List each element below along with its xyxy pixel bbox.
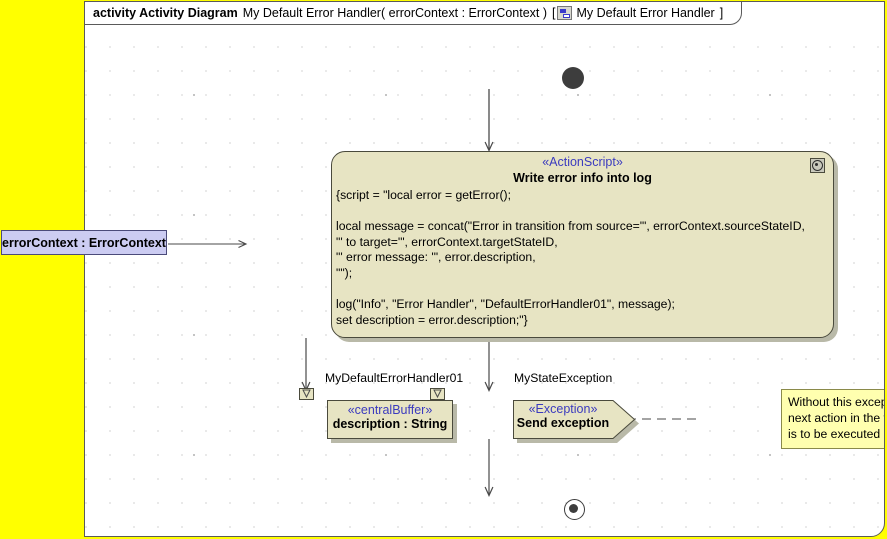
- frame-keyword: activity Activity Diagram: [93, 6, 238, 20]
- activity-final-node[interactable]: [564, 499, 585, 520]
- pin-exception-input[interactable]: [430, 388, 445, 400]
- label-buffer-pin: MyDefaultErrorHandler01: [325, 371, 464, 385]
- initial-node[interactable]: [562, 67, 584, 89]
- activity-parameter-node[interactable]: errorContext : ErrorContext: [1, 230, 167, 255]
- exception-stereotype: «Exception»: [528, 402, 598, 416]
- script-icon: [810, 158, 825, 173]
- action-name: Write error info into log: [513, 171, 652, 185]
- exception-name: Send exception: [516, 416, 610, 430]
- action-script-body: {script = "local error = getError(); loc…: [336, 188, 805, 327]
- label-exception-pin: MyStateException: [514, 371, 613, 385]
- activity-diagram-frame: activity Activity Diagram My Default Err…: [84, 1, 885, 537]
- send-exception-node[interactable]: «Exception» Send exception: [513, 400, 635, 439]
- activity-diagram-icon: [557, 6, 573, 20]
- buffer-name: description : String: [332, 417, 448, 431]
- central-buffer-node[interactable]: «centralBuffer» description : String: [327, 400, 453, 439]
- frame-bracket-open: [: [552, 6, 556, 20]
- frame-parameters: ( errorContext : ErrorContext ): [380, 6, 547, 20]
- action-node-header: «ActionScript» Write error info into log: [332, 155, 833, 185]
- frame-owner: My Default Error Handler: [576, 6, 715, 20]
- action-stereotype: «ActionScript»: [542, 155, 623, 169]
- frame-bracket-close: ]: [719, 6, 724, 20]
- frame-title-tab[interactable]: activity Activity Diagram My Default Err…: [85, 2, 743, 25]
- comment-note[interactable]: Without this exception, the next action …: [781, 389, 885, 449]
- exception-node-text: «Exception» Send exception: [513, 402, 613, 430]
- buffer-stereotype: «centralBuffer»: [347, 403, 433, 417]
- action-node-write-error-info[interactable]: «ActionScript» Write error info into log…: [331, 151, 834, 338]
- pin-buffer-input[interactable]: [299, 388, 314, 400]
- frame-name: My Default Error Handler: [242, 6, 381, 20]
